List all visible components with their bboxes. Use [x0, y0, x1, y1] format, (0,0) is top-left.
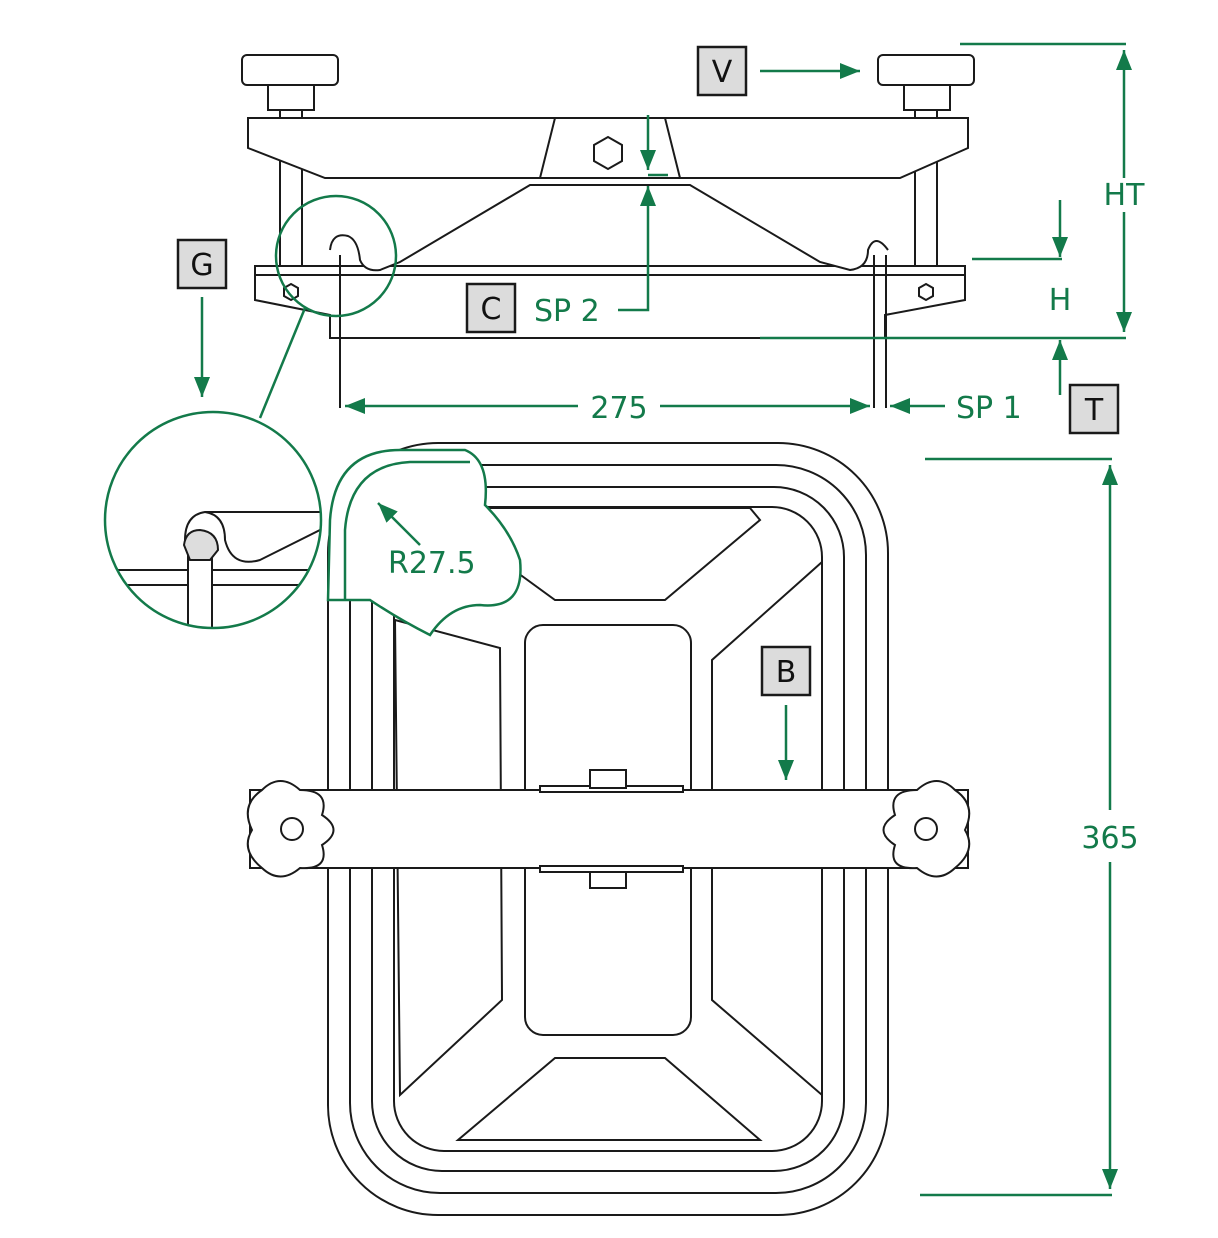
clamp-bar	[249, 789, 969, 869]
label-c: C	[465, 282, 517, 334]
knob-stem-right	[903, 84, 951, 111]
dim-height: 365	[1081, 821, 1138, 856]
lid	[329, 184, 889, 272]
detail-g-circle	[103, 410, 323, 630]
frame	[254, 265, 966, 339]
svg-text:B: B	[776, 655, 797, 690]
dim-width: 275	[590, 391, 647, 426]
dimensions-top: HT H SP 2 275 SP 1	[345, 42, 1146, 426]
dim-ht: HT	[1104, 178, 1146, 213]
hex-nut	[593, 135, 623, 171]
svg-text:G: G	[190, 248, 213, 283]
bolt	[589, 769, 627, 789]
svg-text:C: C	[481, 292, 502, 327]
dim-sp2: SP 2	[534, 294, 600, 329]
detail-marker-circle	[274, 194, 398, 318]
knob-stem-left	[267, 84, 315, 111]
label-b: B	[760, 645, 812, 697]
cutaway	[326, 448, 522, 637]
label-g: G	[176, 238, 228, 290]
dim-radius: R27.5	[388, 546, 476, 581]
knob-right	[877, 54, 975, 86]
plan-view: R27.5	[246, 442, 971, 1216]
svg-text:T: T	[1084, 393, 1104, 428]
dim-sp1: SP 1	[956, 391, 1022, 426]
svg-text:V: V	[712, 55, 733, 90]
label-t: T	[1068, 383, 1120, 435]
label-v: V	[696, 45, 748, 97]
dimension-height: 365	[920, 457, 1139, 1197]
dim-h: H	[1049, 283, 1072, 318]
knob-left	[241, 54, 339, 86]
side-view	[241, 54, 975, 419]
